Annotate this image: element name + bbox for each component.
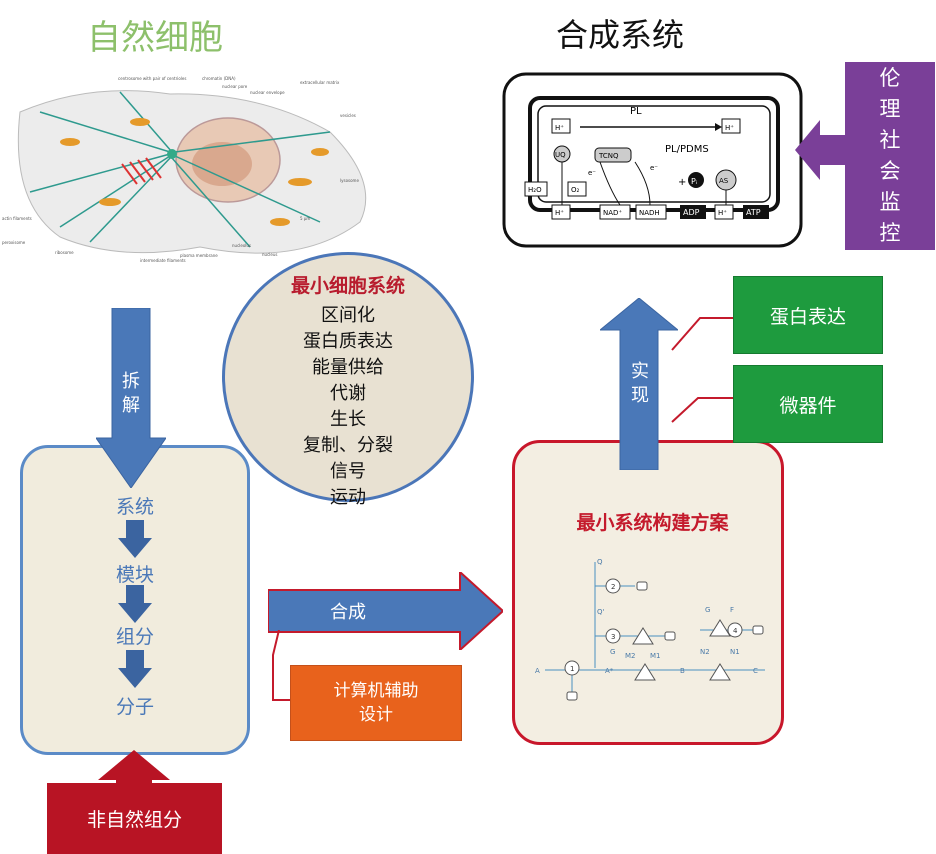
green-connectors [671, 317, 738, 423]
ethics-arrow [795, 120, 850, 180]
net-label-g-lower: G [610, 648, 615, 656]
ethics-monitoring-box: 伦理社会监控 [845, 62, 935, 250]
level-module: 模块 [115, 564, 154, 586]
cell-label-nucleus: nucleus [262, 252, 277, 257]
net-label-c: C [753, 667, 758, 675]
plus-sign: + [678, 177, 686, 188]
cell-label-centrosome: centrosome with pair of centrioles [118, 76, 186, 81]
minimal-cell-system-title: 最小细胞系统 [290, 275, 405, 297]
cell-label-nucleolus: nucleolus [232, 243, 251, 248]
net-label-m1: M1 [650, 652, 661, 660]
nadh-label: NADH [639, 209, 660, 217]
cad-label: 计算机辅助设计 [333, 681, 419, 725]
net-label-n2: N2 [700, 648, 710, 656]
cell-label-actin: actin filaments [2, 216, 32, 221]
net-label-g-upper: G [705, 606, 710, 614]
cell-label-nuclear-envelope: nuclear envelope [250, 90, 285, 95]
net-node-3: 3 [611, 633, 615, 641]
micro-device-box: 微器件 [733, 365, 883, 443]
level-molecule: 分子 [115, 696, 154, 718]
atp-label: ATP [746, 208, 761, 217]
uq-label: UQ [555, 151, 566, 159]
nad-plus-label: NAD⁺ [603, 209, 622, 217]
construction-scheme-panel [512, 440, 784, 745]
h-plus-top-right: H⁺ [725, 124, 734, 132]
h-plus-bottom-left: H⁺ [555, 209, 564, 217]
feature-growth: 生长 [330, 409, 366, 430]
level-arrow-3 [118, 650, 152, 688]
net-label-n1: N1 [730, 648, 740, 656]
h2o-label: H₂O [528, 186, 542, 194]
net-label-a: A [535, 667, 540, 675]
net-label-q: Q [597, 558, 603, 566]
synthesis-arrow [268, 572, 503, 650]
level-arrow-2 [118, 585, 152, 623]
cell-label-plasma-membrane: plasma membrane [180, 253, 218, 258]
synthetic-system-schematic: PL PL/PDMS H⁺ H⁺ UQ TCNQ AS H₂O O₂ e⁻ e⁻… [502, 72, 803, 248]
level-system: 系统 [115, 496, 154, 518]
cell-label-vesicles: vesicles [340, 113, 356, 118]
feature-replication-division: 复制、分裂 [303, 435, 393, 456]
level-arrow-1 [118, 520, 152, 558]
micro-device-label: 微器件 [779, 394, 837, 417]
net-label-q-prime: Q' [597, 608, 605, 616]
network-schematic: Q Q' G M2 M1 G F N2 N1 A A* B C 2 3 4 1 [535, 558, 765, 701]
natural-cell-title: 自然细胞 [87, 18, 223, 58]
feature-metabolism: 代谢 [330, 383, 366, 404]
realize-label: 实现 [631, 361, 649, 406]
tcnq-label: TCNQ [598, 152, 619, 160]
pi-label: Pᵢ [691, 177, 697, 186]
net-node-1: 1 [570, 665, 574, 673]
synthetic-system-title: 合成系统 [555, 16, 684, 54]
feature-motility: 运动 [330, 487, 366, 508]
non-natural-label: 非自然组分 [86, 809, 182, 831]
net-node-4: 4 [733, 627, 738, 635]
decompose-arrow [96, 308, 166, 488]
h-plus-top-left: H⁺ [555, 124, 564, 132]
as-label: AS [719, 177, 729, 185]
cell-label-nuclear-pore: nuclear pore [222, 84, 248, 89]
cell-label-extracellular-matrix: extracellular matrix [300, 80, 340, 85]
feature-protein-expression: 蛋白质表达 [303, 331, 393, 352]
e-minus-2: e⁻ [650, 164, 658, 172]
net-node-2: 2 [611, 583, 615, 591]
cad-connector [272, 630, 293, 701]
net-label-b: B [680, 667, 685, 675]
cell-label-scale: 5 μm [300, 216, 310, 221]
cell-label-ribosome: ribosome [55, 250, 74, 255]
o2-label: O₂ [571, 186, 580, 194]
computer-aided-design-box: 计算机辅助设计 [290, 665, 462, 741]
pl-pdms-label: PL/PDMS [665, 144, 709, 155]
h-plus-bottom-right: H⁺ [718, 209, 727, 217]
construction-scheme-title: 最小系统构建方案 [576, 512, 729, 534]
non-natural-components-box: 非自然组分 [47, 783, 222, 854]
feature-compartmentalization: 区间化 [321, 305, 375, 326]
cell-label-intermediate: intermediate filaments [140, 258, 186, 263]
e-minus-1: e⁻ [588, 169, 596, 177]
realize-arrow [600, 298, 678, 470]
pl-label: PL [630, 106, 642, 117]
level-component: 组分 [115, 626, 154, 648]
feature-signaling: 信号 [330, 461, 366, 482]
adp-label: ADP [683, 208, 700, 217]
cell-label-chromatin: chromatin (DNA) [202, 76, 236, 81]
protein-expression-label: 蛋白表达 [769, 305, 846, 328]
ethics-monitoring-label: 伦理社会监控 [879, 66, 901, 245]
synthesis-label: 合成 [330, 602, 366, 623]
net-label-f: F [730, 606, 734, 614]
net-label-m2: M2 [625, 652, 636, 660]
feature-energy-supply: 能量供给 [312, 357, 384, 378]
protein-expression-box: 蛋白表达 [733, 276, 883, 354]
cell-illustration: centrosome with pair of centrioles chrom… [2, 76, 367, 263]
cell-label-lysosome: lysosome [340, 178, 359, 183]
net-label-a-star: A* [605, 667, 614, 675]
decompose-label: 拆解 [122, 371, 140, 416]
cell-label-peroxisome: peroxisome [2, 240, 26, 245]
minimal-cell-system-ellipse: 最小细胞系统 区间化 蛋白质表达 能量供给 代谢 生长 复制、分裂 信号 运动 [222, 252, 474, 508]
